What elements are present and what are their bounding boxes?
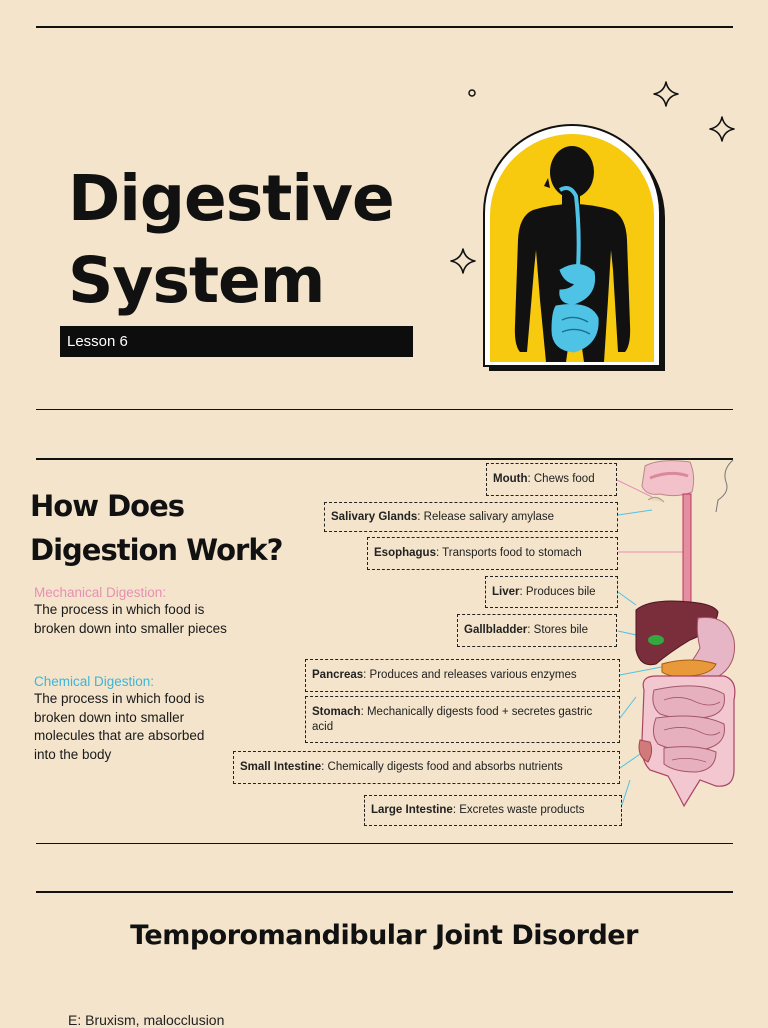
label-esophagus: Esophagus: Transports food to stomach bbox=[367, 537, 618, 570]
organ-desc: : Release salivary amylase bbox=[417, 510, 555, 523]
label-mouth: Mouth: Chews food bbox=[486, 463, 617, 496]
slide1-decorations bbox=[450, 81, 735, 371]
organ-name: Pancreas bbox=[312, 669, 364, 681]
sparkle-icon bbox=[450, 81, 735, 274]
mechanical-digestion-title: Mechanical Digestion: bbox=[34, 585, 167, 600]
title-line-1: Digestive bbox=[68, 162, 395, 235]
heading-line-1: How Does bbox=[30, 489, 185, 523]
organ-name: Stomach bbox=[312, 705, 361, 718]
organ-desc: : Excretes waste products bbox=[452, 804, 585, 816]
slide2-bottom-rule bbox=[36, 843, 733, 844]
organ-desc: : Stores bile bbox=[527, 624, 589, 636]
mechanical-digestion-text: The process in which food is broken down… bbox=[34, 602, 227, 636]
gallbladder-shape bbox=[648, 635, 664, 645]
organ-name: Esophagus bbox=[374, 547, 436, 559]
mouth-cavity bbox=[641, 460, 695, 497]
label-gallbladder: Gallbladder: Stores bile bbox=[457, 614, 617, 647]
organ-desc: : Chews food bbox=[527, 473, 595, 485]
body-arch-illustration bbox=[483, 124, 665, 371]
esophagus-tube bbox=[682, 493, 692, 607]
label-large-intestine: Large Intestine: Excretes waste products bbox=[364, 795, 622, 826]
digestive-tract-icon bbox=[551, 186, 599, 353]
organ-name: Liver bbox=[492, 585, 520, 598]
organ-name: Salivary Glands bbox=[331, 510, 418, 523]
slide2-top-rule bbox=[36, 458, 733, 460]
label-salivary-glands: Salivary Glands: Release salivary amylas… bbox=[324, 502, 618, 532]
organ-desc: : Produces and releases various enzymes bbox=[363, 669, 577, 681]
organ-desc: : Mechanically digests food + secretes g… bbox=[312, 705, 593, 733]
label-pancreas: Pancreas: Produces and releases various … bbox=[305, 659, 620, 692]
head-profile-outline bbox=[715, 459, 734, 513]
organ-name: Gallbladder bbox=[464, 624, 528, 636]
top-rule bbox=[36, 26, 733, 28]
heading-line-2: Digestion Work? bbox=[30, 533, 283, 567]
tmj-cut-text: E: Bruxism, malocclusion bbox=[68, 1012, 225, 1028]
label-small-intestine: Small Intestine: Chemically digests food… bbox=[233, 751, 620, 784]
chemical-digestion-text: The process in which food is broken down… bbox=[34, 691, 205, 762]
chemical-digestion-title: Chemical Digestion: bbox=[34, 674, 155, 689]
lesson-label: Lesson 6 bbox=[60, 326, 413, 357]
organ-desc: : Chemically digests food and absorbs nu… bbox=[321, 761, 563, 773]
organ-name: Mouth bbox=[493, 473, 528, 485]
slide3-top-rule bbox=[36, 891, 733, 893]
slide1-bottom-rule bbox=[36, 409, 733, 410]
section-heading: How Does Digestion Work? bbox=[30, 484, 283, 572]
small-intestine-shape bbox=[652, 685, 725, 773]
small-circle-icon bbox=[468, 89, 476, 97]
slide-title: Digestive System bbox=[68, 158, 395, 322]
organ-desc: : Transports food to stomach bbox=[435, 547, 582, 559]
label-stomach: Stomach: Mechanically digests food + sec… bbox=[305, 696, 620, 743]
digestive-anatomy-diagram bbox=[616, 459, 736, 808]
label-liver: Liver: Produces bile bbox=[485, 576, 618, 608]
organ-name: Small Intestine bbox=[240, 761, 322, 773]
organ-name: Large Intestine bbox=[371, 804, 453, 816]
title-line-2: System bbox=[68, 244, 325, 317]
tmj-title: Temporomandibular Joint Disorder bbox=[130, 920, 638, 951]
organ-desc: : Produces bile bbox=[519, 585, 596, 598]
